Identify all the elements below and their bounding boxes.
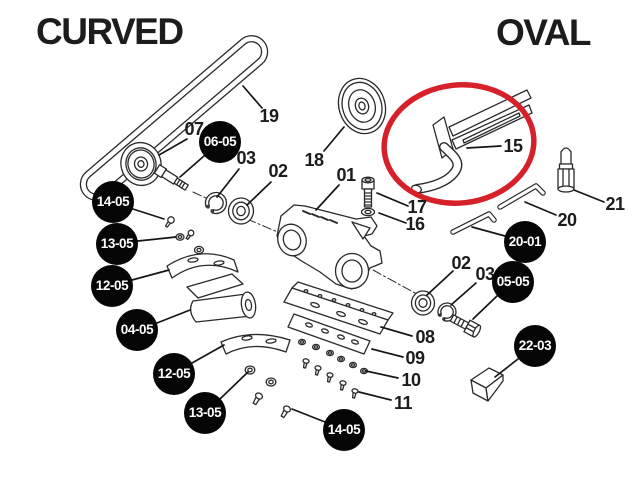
- shoulder-bolt-06-05: [153, 164, 189, 191]
- badge-12-05-lower: 12-05: [153, 353, 195, 395]
- callout-15: 15: [503, 136, 523, 156]
- callout-19: 19: [259, 106, 279, 126]
- belt-19: [79, 35, 269, 201]
- callout-02-lower: 02: [451, 253, 471, 273]
- hex-key-20: [497, 183, 546, 210]
- title-curved: CURVED: [36, 11, 184, 52]
- callout-11: 11: [393, 393, 413, 413]
- grease-fitting-21: [557, 147, 575, 193]
- callout-02-upper: 02: [268, 161, 288, 181]
- pulley-18: [337, 77, 387, 135]
- badge-14-05-bottom: 14-05: [323, 409, 365, 451]
- callout-20: 20: [557, 210, 577, 230]
- badge-20-01: 20-01: [504, 221, 546, 263]
- callout-18: 18: [304, 150, 324, 170]
- blade-08: [283, 281, 394, 335]
- housing-body-01: [276, 204, 383, 290]
- snap-ring-03-upper: [204, 191, 228, 215]
- washers-13-05-lower: [244, 365, 277, 387]
- pulley-07: [120, 141, 162, 187]
- callout-17: 17: [407, 197, 427, 217]
- badge-22-03: 22-03: [514, 325, 556, 367]
- leader-lines: [131, 85, 605, 423]
- screws-11: [302, 358, 359, 399]
- badge-14-05-upper: 14-05: [92, 181, 134, 223]
- bearing-02-lower: [410, 290, 436, 316]
- screws-14-05-bottom: [252, 392, 292, 419]
- callout-03-lower: 03: [475, 264, 495, 284]
- callout-21: 21: [605, 194, 625, 214]
- badge-12-05-upper: 12-05: [91, 265, 133, 307]
- badge-04-05: 04-05: [116, 309, 158, 351]
- badge-06-05: 06-05: [199, 121, 241, 163]
- badge-13-05-lower: 13-05: [184, 392, 226, 434]
- deflector-22-03: [470, 367, 504, 402]
- curved-blade-12-05-lower: [220, 333, 291, 355]
- title-oval: OVAL: [496, 12, 592, 53]
- highlight-ellipse: [381, 82, 537, 206]
- badge-13-05-upper: 13-05: [96, 223, 138, 265]
- hex-bolt-05-05: [449, 314, 482, 338]
- axis-centerlines: [192, 191, 416, 294]
- blade-09: [287, 313, 371, 355]
- curved-bracket-12-05-upper: [166, 253, 239, 279]
- bolt-17: [361, 176, 375, 208]
- badge-05-05: 05-05: [492, 261, 534, 303]
- hex-key-20-01: [450, 211, 497, 235]
- callout-08: 08: [415, 327, 435, 347]
- callout-07: 07: [184, 119, 204, 139]
- callout-10: 10: [401, 370, 421, 390]
- callout-03-upper: 03: [236, 148, 256, 168]
- small-hardware-upper-left: [164, 216, 205, 255]
- callout-01: 01: [336, 165, 356, 185]
- washer-16: [360, 207, 376, 217]
- callout-09: 09: [405, 348, 425, 368]
- callout-16: 16: [405, 214, 425, 234]
- washers-10: [297, 338, 369, 375]
- roller-assembly-04-05: [186, 273, 257, 323]
